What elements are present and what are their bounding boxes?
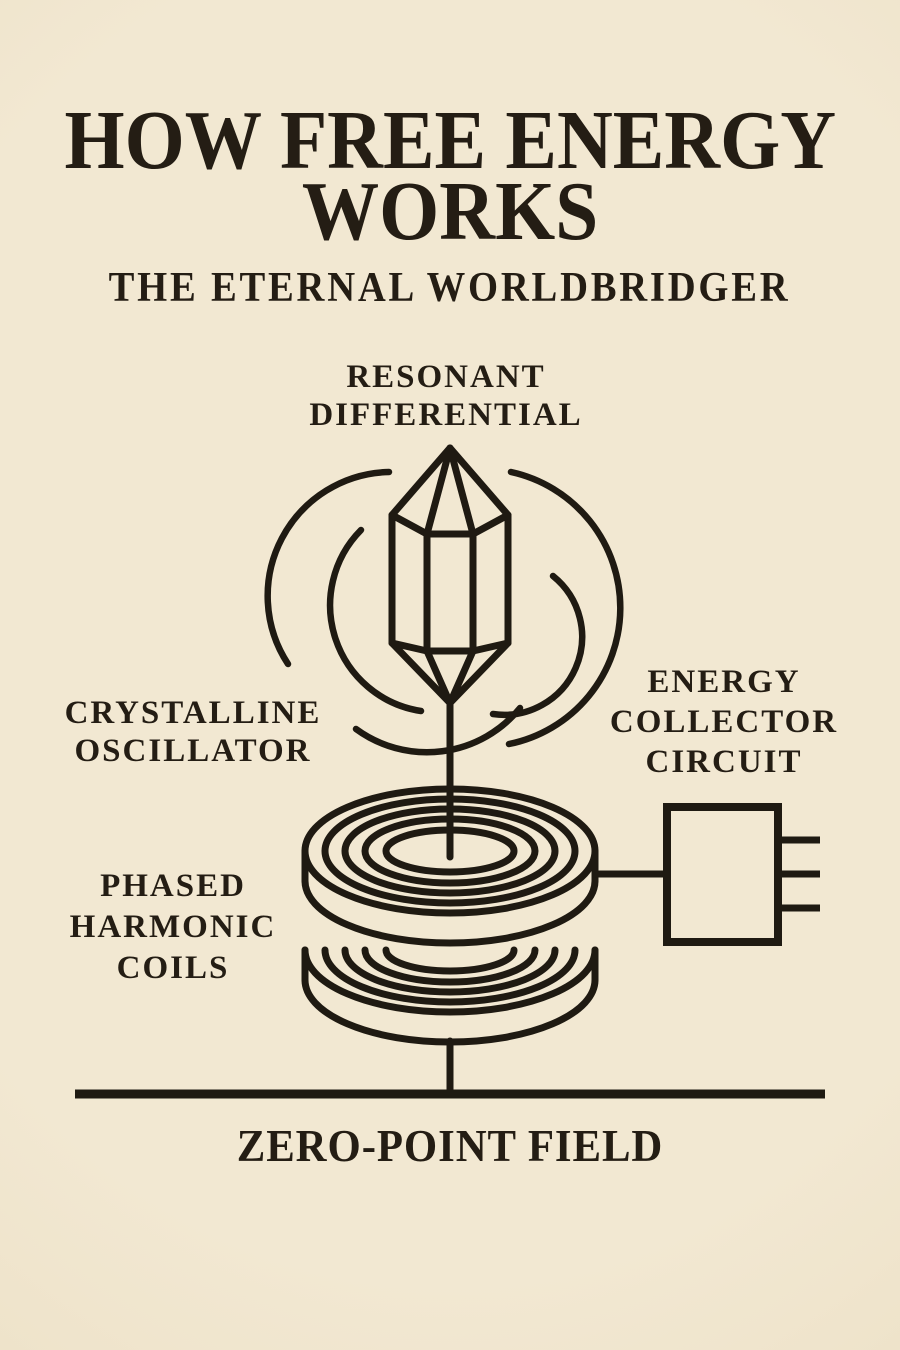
resonance-arc-inner-right bbox=[489, 572, 586, 718]
crystal-bottom-edge bbox=[388, 639, 512, 655]
coil-top-disc bbox=[301, 785, 599, 947]
page-title-line2: WORKS bbox=[0, 170, 900, 254]
crystal-top-edge bbox=[388, 511, 512, 538]
label-energy-collector-circuit: ENERGY COLLECTOR CIRCUIT bbox=[610, 662, 838, 782]
label-crystalline-oscillator: CRYSTALLINE OSCILLATOR bbox=[65, 694, 322, 770]
label-line: OSCILLATOR bbox=[74, 733, 312, 769]
label-line: HARMONIC bbox=[69, 909, 277, 945]
page-subtitle-text: THE ETERNAL WORLDBRIDGER bbox=[109, 265, 791, 311]
coil-ring bbox=[341, 805, 559, 897]
resonance-arc-outer-left bbox=[264, 468, 393, 668]
label-line: PHASED bbox=[100, 868, 246, 904]
label-line: COILS bbox=[116, 950, 230, 986]
label-line: ENERGY bbox=[647, 664, 801, 700]
coil-ring bbox=[321, 946, 579, 1006]
coil-ring bbox=[321, 795, 579, 907]
label-line: DIFFERENTIAL bbox=[309, 397, 583, 433]
collector-box-icon bbox=[663, 803, 820, 946]
resonance-arc-outer-right bbox=[505, 468, 624, 748]
label-line: RESONANT bbox=[346, 359, 546, 395]
page-subtitle: THE ETERNAL WORLDBRIDGER bbox=[0, 266, 900, 310]
coil-stack-icon bbox=[301, 785, 599, 1046]
crystal-right-facet bbox=[446, 444, 477, 707]
resonance-arcs-icon bbox=[264, 468, 624, 756]
coil-ring bbox=[361, 946, 539, 986]
crystal-left-facet bbox=[423, 444, 454, 707]
coil-bottom-disc bbox=[301, 946, 599, 1046]
coil-ring bbox=[361, 815, 539, 887]
label-line: CIRCUIT bbox=[645, 744, 803, 780]
crystal-icon bbox=[388, 444, 512, 707]
page-title-line2-text: WORKS bbox=[301, 165, 599, 258]
page-title-line1: HOW FREE ENERGY bbox=[0, 99, 900, 183]
coil-ring bbox=[341, 946, 559, 996]
label-phased-harmonic-coils: PHASED HARMONIC COILS bbox=[70, 866, 277, 989]
collector-box bbox=[663, 803, 782, 946]
coil-rim bbox=[301, 877, 599, 947]
coil-ring bbox=[301, 946, 599, 1016]
label-line: CRYSTALLINE bbox=[64, 695, 322, 731]
label-zero-point-field: ZERO-POINT FIELD bbox=[236, 1120, 664, 1171]
page-title-line1-text: HOW FREE ENERGY bbox=[64, 94, 836, 187]
resonance-arc-inner-left bbox=[326, 526, 425, 715]
label-resonant-differential: RESONANT DIFFERENTIAL bbox=[309, 358, 582, 434]
coil-ring bbox=[382, 826, 518, 876]
label-line: COLLECTOR bbox=[609, 704, 839, 740]
resonance-arc-under bbox=[352, 704, 524, 756]
coil-ring bbox=[382, 946, 518, 975]
crystal-outline bbox=[388, 444, 512, 707]
